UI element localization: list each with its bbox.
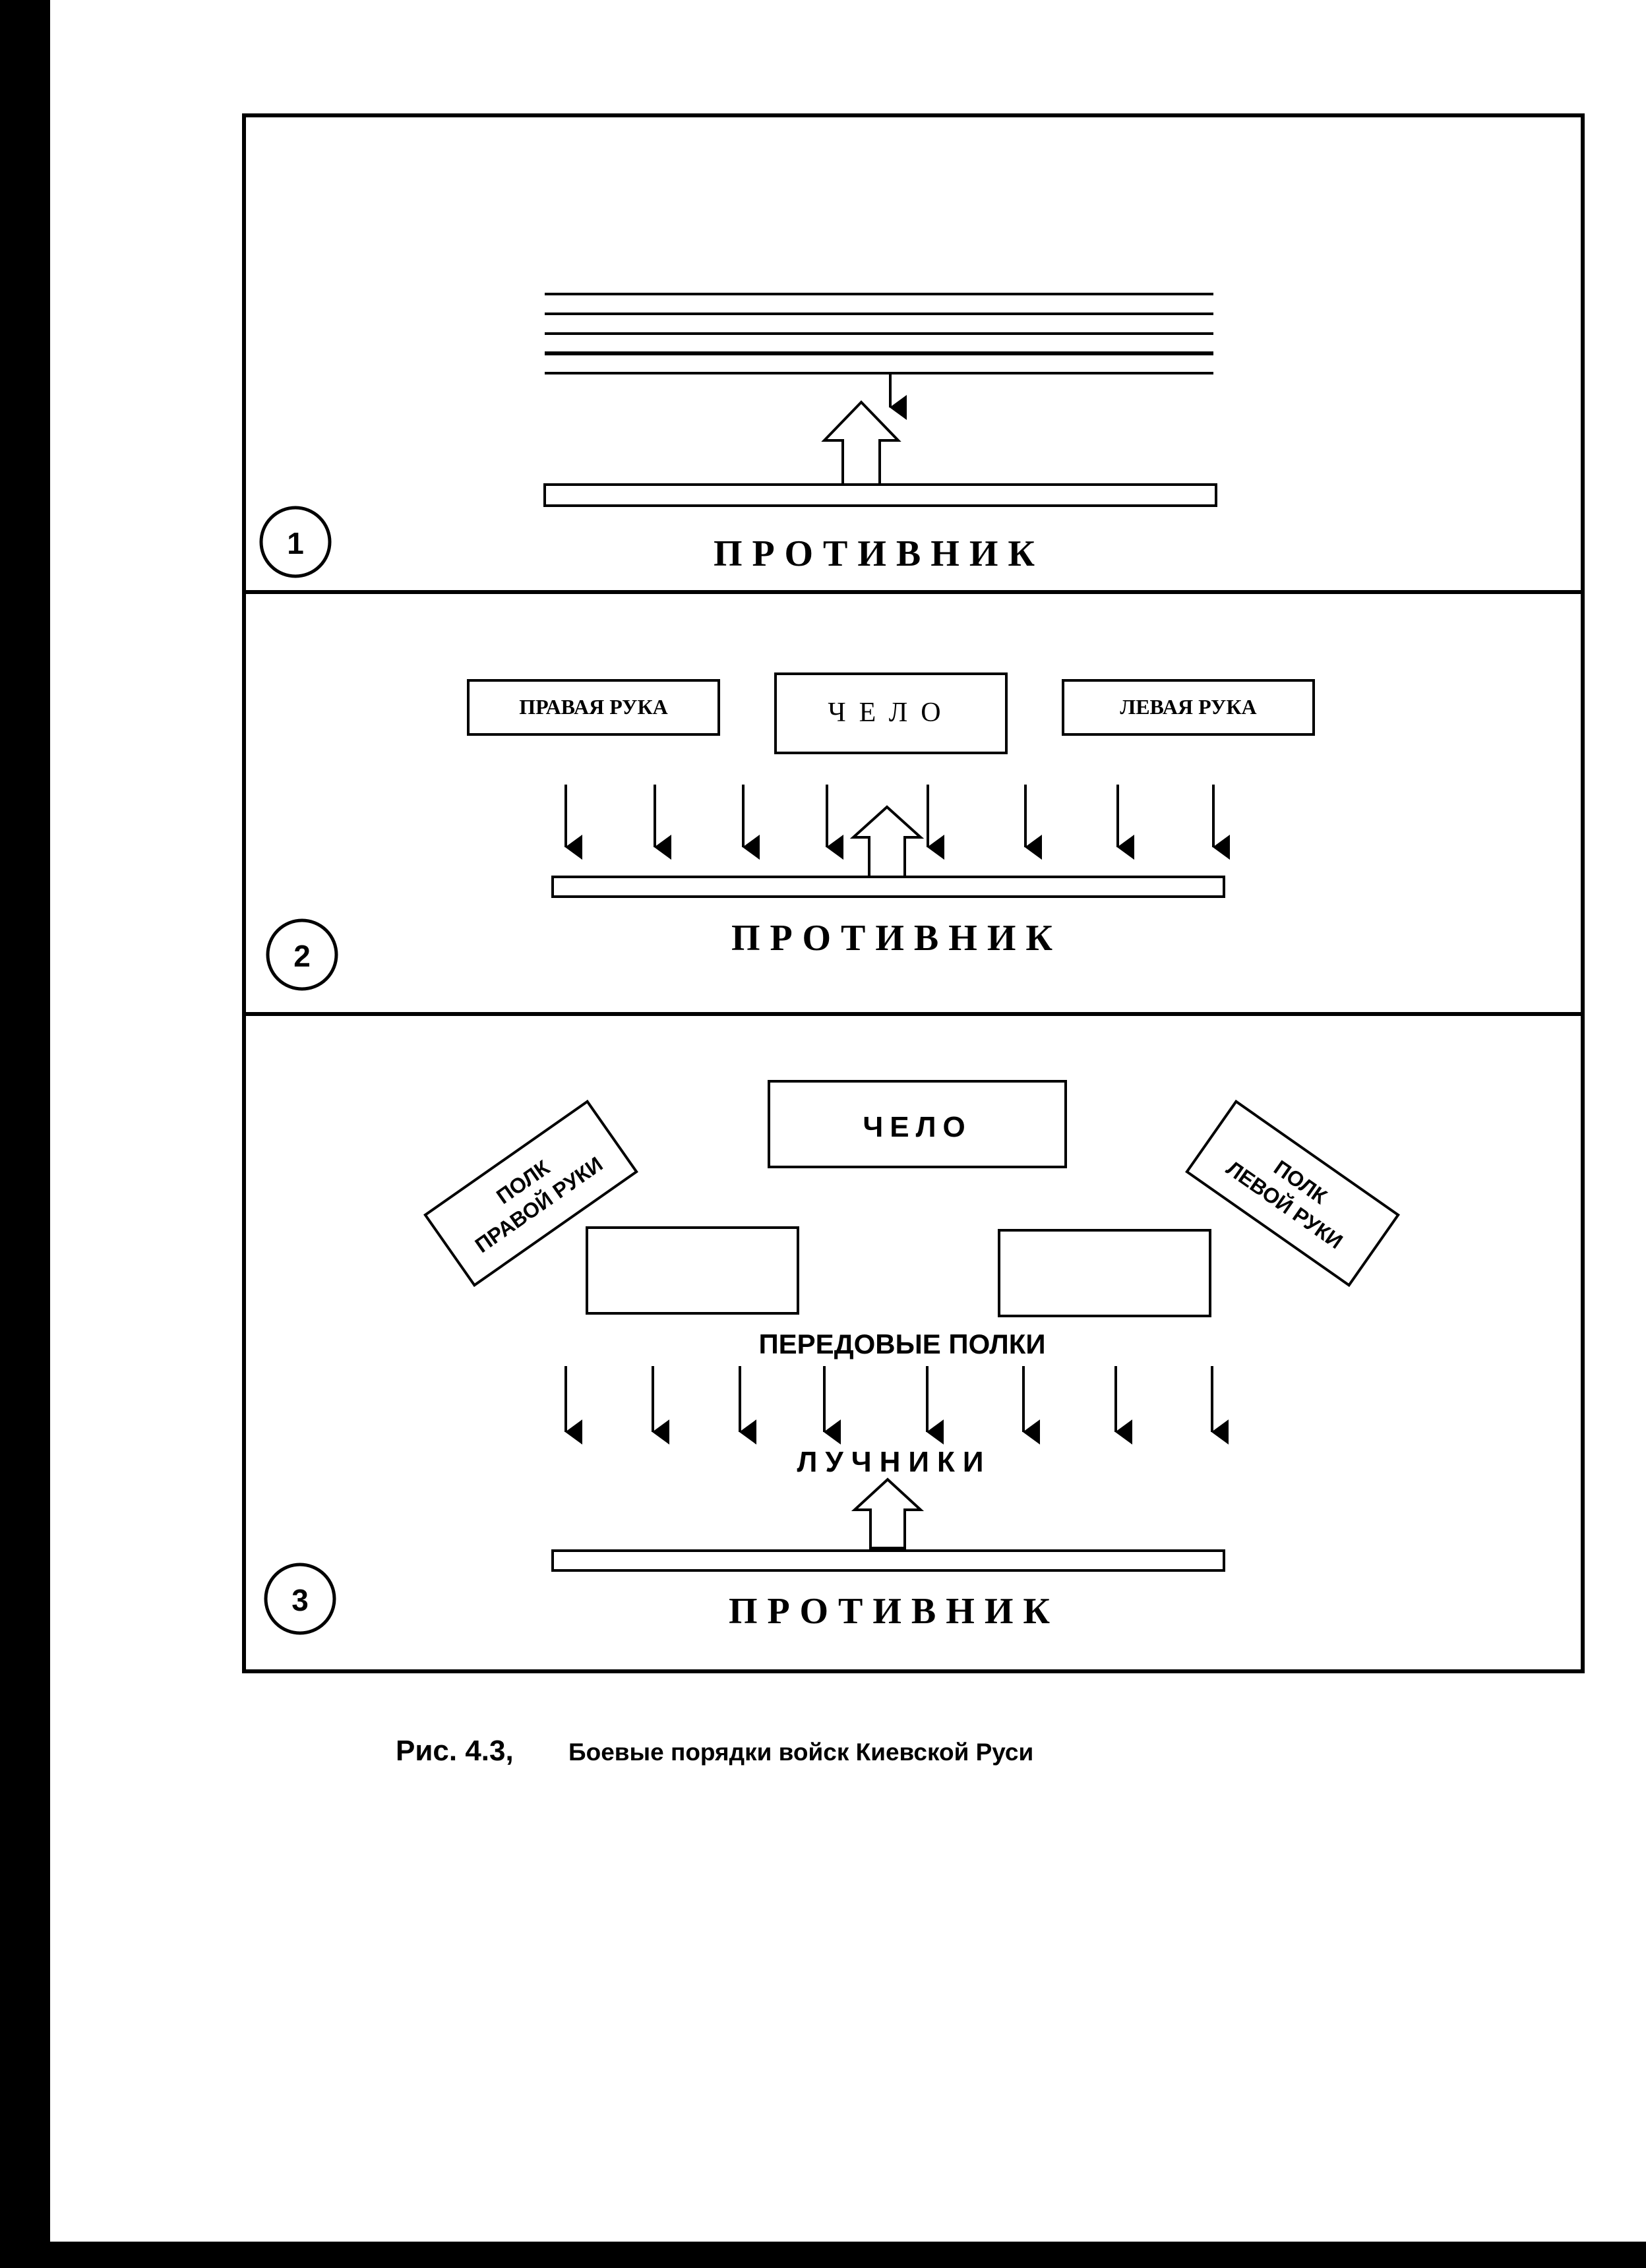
- right-hand-label: ПРАВАЯ РУКА: [519, 695, 668, 719]
- diagram-frame: [242, 113, 1585, 1673]
- enemy-advance-arrow: [821, 400, 901, 486]
- panel-1: ПРОТИВНИК 1: [259, 293, 1217, 578]
- left-regiment-box: [1185, 1099, 1400, 1288]
- attack-arrows: [564, 1366, 1229, 1445]
- caption-text: Боевые порядки войск Киевской Руси: [568, 1739, 1033, 1766]
- formation-lines: [545, 293, 1213, 374]
- left-hand-box: [1062, 679, 1315, 736]
- center-box: [774, 672, 1008, 754]
- archers-label: ЛУЧНИКИ: [797, 1446, 991, 1478]
- panel-number-badge: [266, 918, 338, 991]
- center-label: ЧЕЛО: [863, 1111, 971, 1143]
- left-hand-label: ЛЕВАЯ РУКА: [1120, 695, 1256, 719]
- left-regiment: ПОЛК ЛЕВОЙ РУКИ: [1185, 1099, 1400, 1288]
- enemy-line: [551, 876, 1225, 898]
- panel-number: 3: [291, 1583, 309, 1617]
- right-hand-box: [467, 679, 720, 736]
- panel-number: 1: [287, 526, 304, 560]
- scan-border-bottom: [0, 2242, 1646, 2268]
- right-regiment-box: [423, 1099, 638, 1288]
- panel-2: ПРАВАЯ РУКА ЧЕЛО ЛЕВАЯ РУКА ПРОТИВНИК 2: [266, 672, 1315, 991]
- attack-arrows: [564, 785, 1230, 860]
- vanguard-box-right: [998, 1229, 1211, 1317]
- enemy-label: ПРОТИВНИК: [731, 918, 1062, 959]
- panel-number: 2: [293, 939, 311, 973]
- figure-caption: Рис. 4.3, Боевые порядки войск Киевской …: [396, 1735, 1033, 1767]
- enemy-line: [543, 483, 1217, 507]
- panel-number-badge: [259, 506, 332, 578]
- vanguard-label: ПЕРЕДОВЫЕ ПОЛКИ: [758, 1328, 1045, 1359]
- panel-3: ЧЕЛО ПОЛК ПРАВОЙ РУКИ ПОЛК ЛЕВОЙ РУКИ ПЕ…: [264, 1080, 1400, 1635]
- scan-border-left: [0, 0, 50, 2268]
- enemy-advance-arrow: [849, 805, 925, 878]
- right-regiment: ПОЛК ПРАВОЙ РУКИ: [423, 1099, 638, 1288]
- enemy-label: ПРОТИВНИК: [729, 1591, 1060, 1632]
- center-label: ЧЕЛО: [828, 698, 954, 728]
- panel-number-badge: [264, 1563, 336, 1635]
- figure-number: Рис. 4.3,: [396, 1735, 514, 1767]
- enemy-line: [551, 1549, 1225, 1572]
- vanguard-box-left: [586, 1226, 799, 1315]
- enemy-label: ПРОТИВНИК: [714, 533, 1045, 574]
- center-box: [768, 1080, 1067, 1168]
- enemy-advance-arrow: [851, 1477, 925, 1549]
